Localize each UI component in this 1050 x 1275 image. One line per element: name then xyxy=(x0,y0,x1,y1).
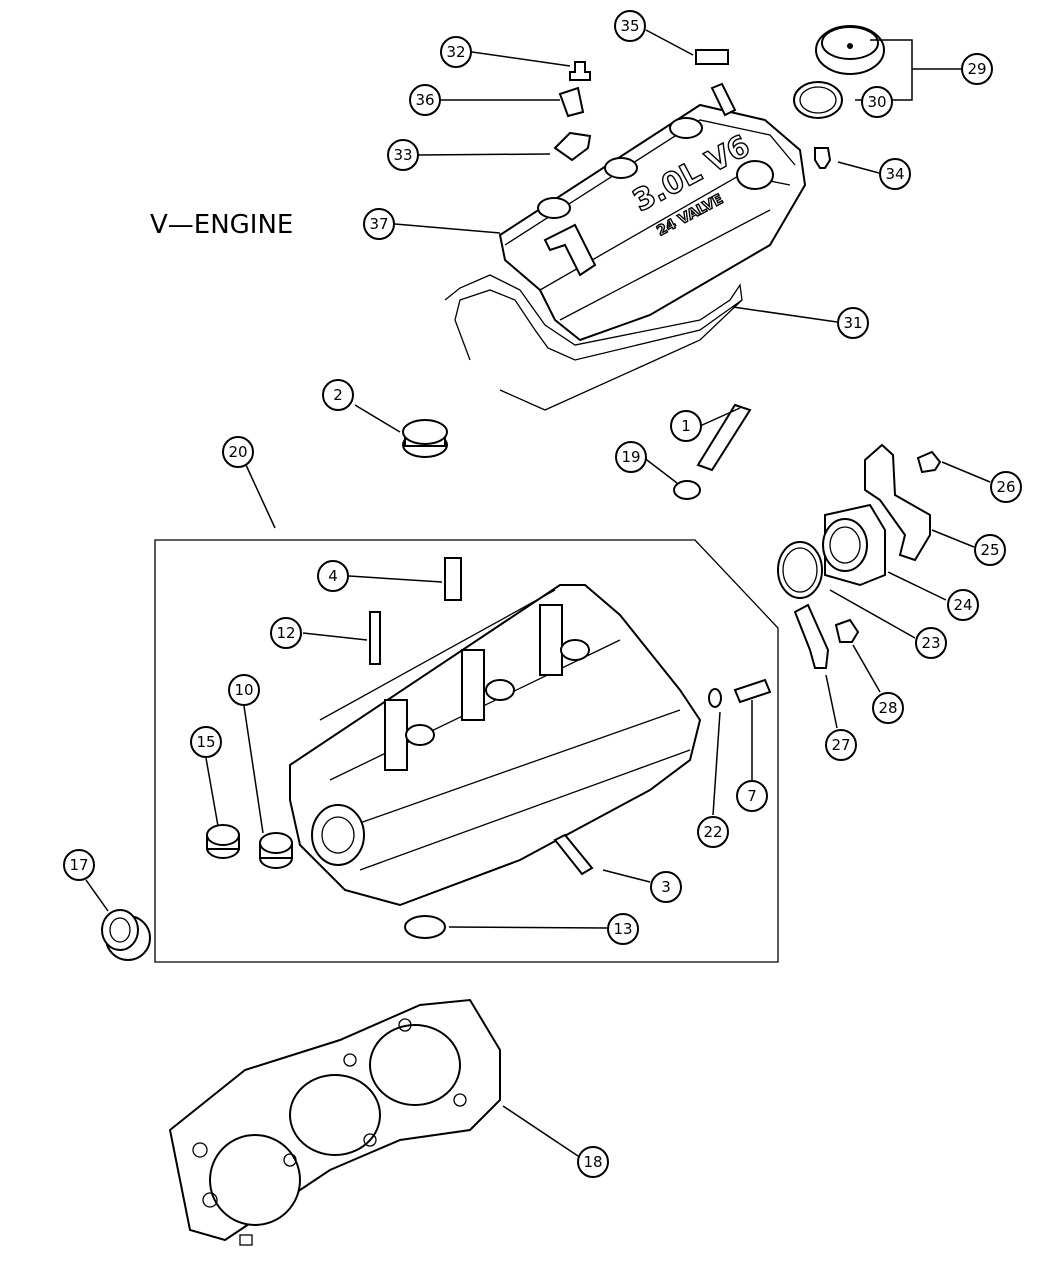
callout-label: 12 xyxy=(276,624,295,642)
pin-7 xyxy=(733,678,772,704)
callout-label: 34 xyxy=(885,165,904,183)
o-ring-22 xyxy=(708,688,722,708)
cylinder-head xyxy=(289,584,702,907)
stud xyxy=(369,611,381,665)
callout-34: 34 xyxy=(879,158,911,190)
callout-label: 31 xyxy=(843,314,862,332)
callout-label: 32 xyxy=(446,43,465,61)
plug-10 xyxy=(259,832,293,869)
callout-label: 35 xyxy=(620,17,639,35)
clip-35 xyxy=(695,49,729,65)
bolt-32 xyxy=(569,61,591,81)
callout-26: 26 xyxy=(990,471,1022,503)
bolt-34 xyxy=(814,147,832,169)
callout-label: 18 xyxy=(583,1153,602,1171)
o-ring-23-inner xyxy=(782,547,818,593)
callout-2: 2 xyxy=(322,379,354,411)
callout-label: 28 xyxy=(878,699,897,717)
callout-29: 29 xyxy=(961,53,993,85)
callout-label: 15 xyxy=(196,733,215,751)
valve-guide xyxy=(444,557,462,601)
filler-cap-seal xyxy=(793,81,843,119)
callout-label: 20 xyxy=(228,443,247,461)
cam-seal-17 xyxy=(101,909,151,961)
callout-32: 32 xyxy=(440,36,472,68)
callout-25: 25 xyxy=(974,534,1006,566)
callout-label: 33 xyxy=(393,146,412,164)
callout-4: 4 xyxy=(317,560,349,592)
callout-36: 36 xyxy=(409,84,441,116)
callout-24: 24 xyxy=(947,589,979,621)
valve-cover-gasket xyxy=(444,274,743,411)
callout-12: 12 xyxy=(270,617,302,649)
callout-label: 3 xyxy=(661,878,671,896)
callout-7: 7 xyxy=(736,780,768,812)
spark-plug-tube-seal xyxy=(402,419,448,458)
callout-31: 31 xyxy=(837,307,869,339)
callout-22: 22 xyxy=(697,816,729,848)
callout-label: 17 xyxy=(69,856,88,874)
cylinder-head-group-box xyxy=(154,539,779,963)
callout-label: 24 xyxy=(953,596,972,614)
callout-35: 35 xyxy=(614,10,646,42)
stud-3 xyxy=(553,833,594,876)
callout-17: 17 xyxy=(63,849,95,881)
callout-label: 1 xyxy=(681,417,691,435)
cam-seal-15 xyxy=(206,824,240,859)
callout-30: 30 xyxy=(861,86,893,118)
callout-28: 28 xyxy=(872,692,904,724)
callout-19: 19 xyxy=(615,441,647,473)
washer xyxy=(673,480,701,500)
callout-label: 2 xyxy=(333,386,343,404)
valve-cover: 3.0L V6 24 VALVE xyxy=(498,103,807,342)
callout-1: 1 xyxy=(670,410,702,442)
bolt-28 xyxy=(834,618,860,643)
seal-13 xyxy=(404,915,446,939)
callout-label: 7 xyxy=(747,787,757,805)
callout-37: 37 xyxy=(363,208,395,240)
callout-27: 27 xyxy=(825,729,857,761)
callout-label: 19 xyxy=(621,448,640,466)
bolt-26 xyxy=(916,450,942,474)
leader-lines xyxy=(85,29,991,1157)
oil-filler-cap xyxy=(815,25,885,75)
bracket-36 xyxy=(558,86,585,118)
housing-24 xyxy=(822,503,886,587)
diagram-title: V—ENGINE xyxy=(150,210,293,240)
callout-label: 27 xyxy=(831,736,850,754)
callout-label: 4 xyxy=(328,567,338,585)
callout-23: 23 xyxy=(915,627,947,659)
callout-18: 18 xyxy=(577,1146,609,1178)
callout-15: 15 xyxy=(190,726,222,758)
bracket-27 xyxy=(793,603,830,669)
callout-label: 29 xyxy=(967,60,986,78)
callout-label: 25 xyxy=(980,541,999,559)
callout-label: 37 xyxy=(369,215,388,233)
callout-label: 23 xyxy=(921,634,940,652)
o-ring-23 xyxy=(777,541,823,599)
bracket-25 xyxy=(864,443,931,562)
callout-label: 22 xyxy=(703,823,722,841)
callout-label: 30 xyxy=(867,93,886,111)
breather-tube xyxy=(710,82,737,117)
callout-3: 3 xyxy=(650,871,682,903)
callout-20: 20 xyxy=(222,436,254,468)
callout-10: 10 xyxy=(228,674,260,706)
callout-label: 10 xyxy=(234,681,253,699)
head-bolt xyxy=(696,403,752,472)
bracket-33 xyxy=(553,131,592,162)
callout-13: 13 xyxy=(607,913,639,945)
callout-label: 26 xyxy=(996,478,1015,496)
callout-label: 13 xyxy=(613,920,632,938)
head-gasket xyxy=(168,998,501,1246)
callout-label: 36 xyxy=(415,91,434,109)
callout-33: 33 xyxy=(387,139,419,171)
